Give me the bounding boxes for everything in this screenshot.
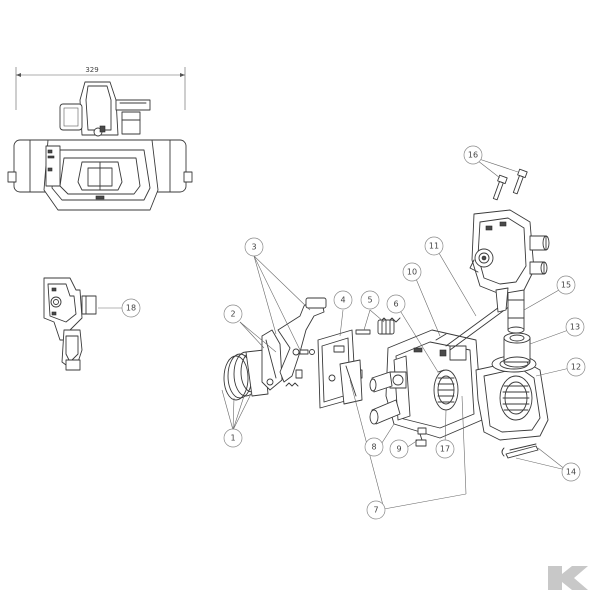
callout-6: 6 — [386, 294, 406, 314]
callout-label: 1 — [230, 434, 235, 443]
callout-label: 11 — [429, 242, 439, 251]
callout-label: 15 — [561, 281, 571, 290]
callout-label: 8 — [371, 443, 376, 452]
callout-5: 5 — [360, 290, 380, 310]
callout-1: 1 — [223, 428, 243, 448]
callout-16: 16 — [463, 145, 483, 165]
dimension-label: 329 — [85, 66, 98, 74]
callout-label: 13 — [570, 323, 580, 332]
callout-13: 13 — [565, 317, 585, 337]
callout-10: 10 — [402, 262, 422, 282]
leader-lines — [221, 156, 575, 510]
exploded-view-drawing — [223, 168, 550, 459]
callout-label: 7 — [373, 506, 378, 515]
callout-14: 14 — [561, 462, 581, 482]
front-view-drawing: 329 — [7, 66, 193, 211]
brand-mark-text: K — [0, 0, 1, 1]
callout-3: 3 — [244, 237, 264, 257]
callout-label: 14 — [566, 468, 576, 477]
callout-label: 10 — [407, 268, 417, 277]
callout-label: 9 — [396, 445, 401, 454]
callout-label: 16 — [468, 151, 478, 160]
callout-7: 7 — [366, 500, 386, 520]
callout-12: 12 — [566, 357, 586, 377]
callout-label: 4 — [340, 296, 345, 305]
callout-label: 2 — [230, 310, 235, 319]
callout-17: 17 — [435, 439, 455, 459]
callout-8: 8 — [364, 437, 384, 457]
callout-label: 17 — [440, 445, 450, 454]
callout-18: 18 — [121, 298, 141, 318]
callout-label: 5 — [367, 296, 372, 305]
brand-logo: K — [0, 0, 588, 590]
callout-label: 6 — [393, 300, 398, 309]
side-view-drawing — [43, 277, 122, 371]
callout-label: 12 — [571, 363, 581, 372]
callout-2: 2 — [223, 304, 243, 324]
callout-11: 11 — [424, 236, 444, 256]
callout-label: 3 — [251, 243, 256, 252]
callout-4: 4 — [333, 290, 353, 310]
callout-9: 9 — [389, 439, 409, 459]
callout-label: 18 — [126, 304, 136, 313]
callout-15: 15 — [556, 275, 576, 295]
